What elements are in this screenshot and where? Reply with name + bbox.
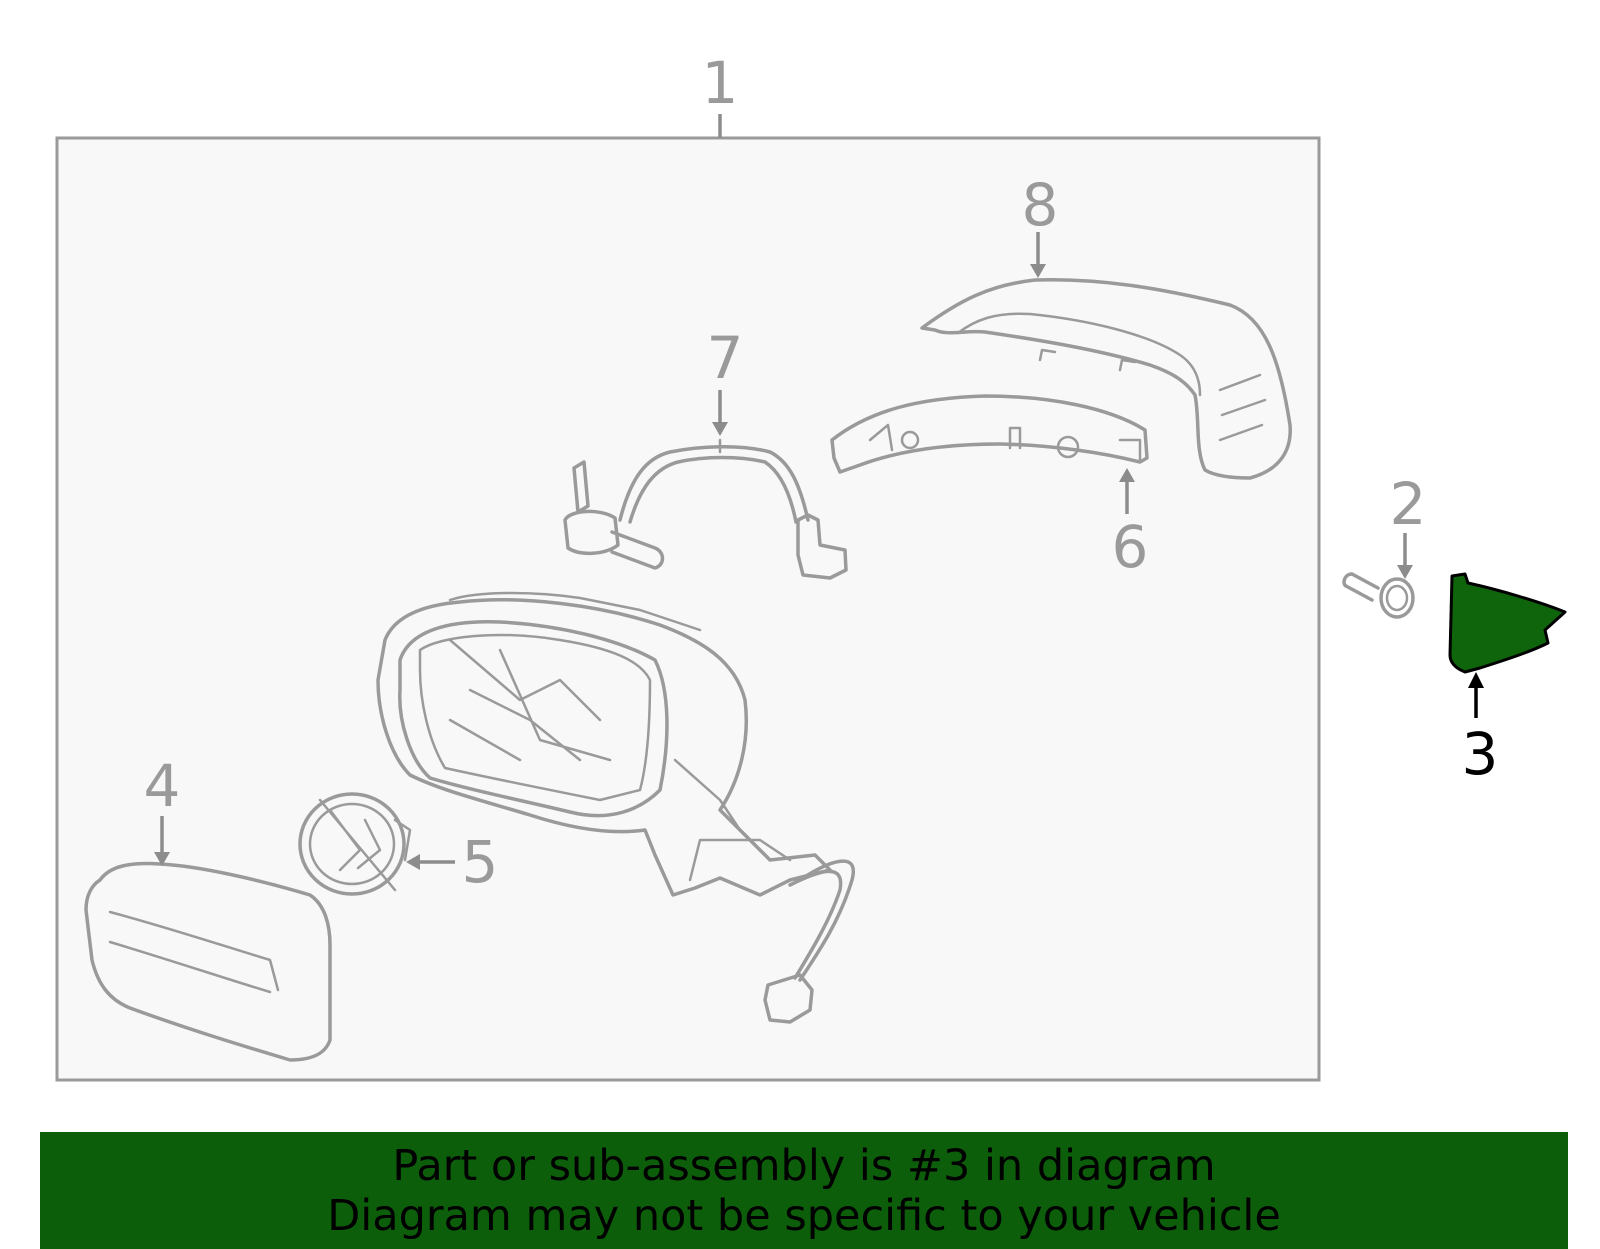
- assembly-frame: [55, 136, 1321, 1082]
- mirror-housing[interactable]: [376, 591, 856, 1024]
- callout-8: 8: [1022, 171, 1059, 239]
- banner-line-2: Diagram may not be specific to your vehi…: [327, 1191, 1281, 1241]
- part-8-mirror-cover[interactable]: [920, 278, 1292, 480]
- callout-6: 6: [1112, 513, 1149, 581]
- part-4-mirror-glass[interactable]: [84, 861, 332, 1062]
- callout-4: 4: [144, 752, 181, 820]
- callout-7: 7: [707, 324, 744, 392]
- callout-5: 5: [462, 828, 499, 896]
- part-2-screw[interactable]: [1342, 572, 1415, 619]
- callout-2: 2: [1390, 470, 1427, 538]
- callout-1: 1: [702, 49, 739, 117]
- part-5-actuator[interactable]: [298, 792, 412, 896]
- part-3-bracket-highlighted[interactable]: [1448, 572, 1567, 674]
- part-6-turn-signal[interactable]: [830, 394, 1149, 474]
- info-banner: Part or sub-assembly is #3 in diagram Di…: [40, 1132, 1568, 1249]
- banner-line-1: Part or sub-assembly is #3 in diagram: [392, 1141, 1216, 1191]
- callout-3: 3: [1462, 720, 1499, 788]
- part-7-wire-harness[interactable]: [563, 438, 848, 580]
